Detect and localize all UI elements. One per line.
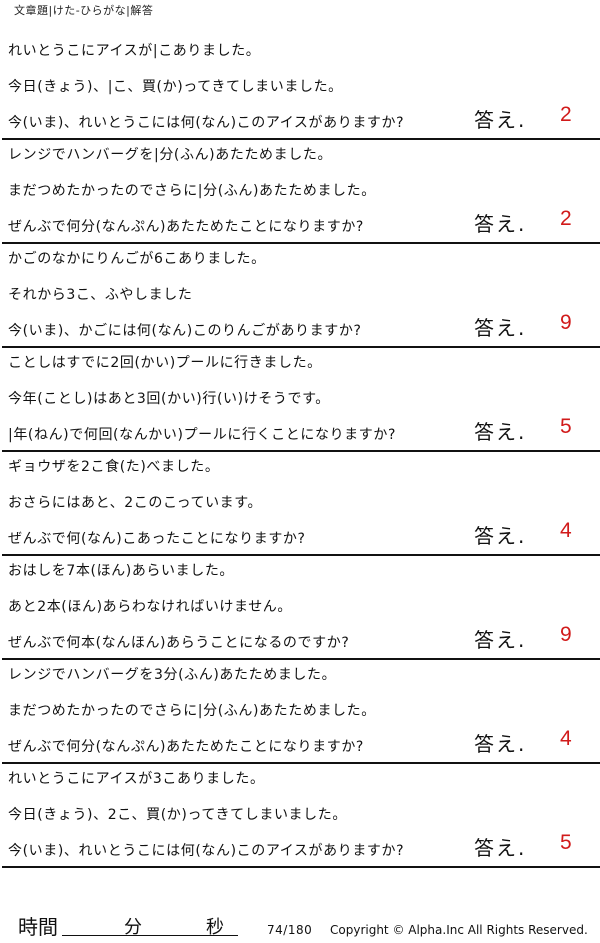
divider xyxy=(2,658,600,660)
question-line: ぜんぶで何本(なんほん)あらうことになるのですか? xyxy=(8,635,350,651)
problem-8: れいとうこにアイスが3こありました。 今日(きょう)、2こ、買(か)ってきてしま… xyxy=(0,764,600,868)
footer: 時間 分 秒 74/180 Copyright © Alpha.Inc All … xyxy=(0,905,600,943)
problem-line: ギョウザを2こ食(た)べました。 xyxy=(8,459,220,475)
problem-3: かごのなかにりんごが6こありました。 それから3こ、ふやしました 今(いま)、か… xyxy=(0,244,600,348)
answer-label: 答え. xyxy=(474,316,527,340)
problem-line: ことしはすでに2回(かい)プールに行きました。 xyxy=(8,355,322,371)
divider xyxy=(2,450,600,452)
time-label: 時間 xyxy=(18,915,58,939)
problem-list: れいとうこにアイスが|こありました。 今日(きょう)、|こ、買(か)ってきてしま… xyxy=(0,36,600,868)
answer-label: 答え. xyxy=(474,108,527,132)
question-line: |年(ねん)で何回(なんかい)プールに行くことになりますか? xyxy=(8,427,396,443)
problem-6: おはしを7本(ほん)あらいました。 あと2本(ほん)あらわなければいけません。 … xyxy=(0,556,600,660)
divider xyxy=(2,762,600,764)
answer-value: 2 xyxy=(560,207,572,230)
copyright-text: Copyright © Alpha.Inc All Rights Reserve… xyxy=(330,923,588,937)
problem-line: おはしを7本(ほん)あらいました。 xyxy=(8,563,235,579)
problem-line: れいとうこにアイスが|こありました。 xyxy=(8,43,261,59)
time-entry-line xyxy=(62,935,238,936)
answer-value: 4 xyxy=(560,727,572,750)
problem-5: ギョウザを2こ食(た)べました。 おさらにはあと、2このこっています。 ぜんぶで… xyxy=(0,452,600,556)
answer-label: 答え. xyxy=(474,628,527,652)
answer-value: 9 xyxy=(560,311,572,334)
question-line: 今(いま)、れいとうこには何(なん)このアイスがありますか? xyxy=(8,115,405,131)
problem-line: それから3こ、ふやしました xyxy=(8,287,193,303)
problem-7: レンジでハンバーグを3分(ふん)あたためました。 まだつめたかったのでさらに|分… xyxy=(0,660,600,764)
problem-line: おさらにはあと、2このこっています。 xyxy=(8,495,263,511)
divider xyxy=(2,554,600,556)
problem-line: 今日(きょう)、|こ、買(か)ってきてしまいました。 xyxy=(8,79,343,95)
problem-line: レンジでハンバーグを3分(ふん)あたためました。 xyxy=(8,667,337,683)
answer-value: 4 xyxy=(560,519,572,542)
problem-1: れいとうこにアイスが|こありました。 今日(きょう)、|こ、買(か)ってきてしま… xyxy=(0,36,600,140)
answer-label: 答え. xyxy=(474,524,527,548)
problem-line: あと2本(ほん)あらわなければいけません。 xyxy=(8,599,293,615)
answer-label: 答え. xyxy=(474,836,527,860)
question-line: ぜんぶで何分(なんぷん)あたためたことになりますか? xyxy=(8,739,364,755)
divider xyxy=(2,346,600,348)
answer-value: 5 xyxy=(560,831,572,854)
divider xyxy=(2,242,600,244)
divider xyxy=(2,866,600,868)
answer-value: 2 xyxy=(560,103,572,126)
question-line: 今(いま)、かごには何(なん)このりんごがありますか? xyxy=(8,323,362,339)
problem-line: かごのなかにりんごが6こありました。 xyxy=(8,251,266,267)
problem-line: 今年(ことし)はあと3回(かい)行(い)けそうです。 xyxy=(8,391,330,407)
divider xyxy=(2,138,600,140)
problem-line: まだつめたかったのでさらに|分(ふん)あたためました。 xyxy=(8,183,376,199)
page-number: 74/180 xyxy=(267,923,313,937)
answer-value: 5 xyxy=(560,415,572,438)
answer-label: 答え. xyxy=(474,732,527,756)
answer-value: 9 xyxy=(560,623,572,646)
question-line: ぜんぶで何(なん)こあったことになりますか? xyxy=(8,531,306,547)
minutes-label: 分 xyxy=(124,917,142,938)
question-line: 今(いま)、れいとうこには何(なん)このアイスがありますか? xyxy=(8,843,405,859)
seconds-label: 秒 xyxy=(206,917,224,938)
problem-line: まだつめたかったのでさらに|分(ふん)あたためました。 xyxy=(8,703,376,719)
answer-label: 答え. xyxy=(474,212,527,236)
question-line: ぜんぶで何分(なんぷん)あたためたことになりますか? xyxy=(8,219,364,235)
answer-label: 答え. xyxy=(474,420,527,444)
problem-line: 今日(きょう)、2こ、買(か)ってきてしまいました。 xyxy=(8,807,347,823)
worksheet-title: 文章題|けた-ひらがな|解答 xyxy=(14,4,154,17)
problem-line: レンジでハンバーグを|分(ふん)あたためました。 xyxy=(8,147,333,163)
problem-2: レンジでハンバーグを|分(ふん)あたためました。 まだつめたかったのでさらに|分… xyxy=(0,140,600,244)
problem-line: れいとうこにアイスが3こありました。 xyxy=(8,771,265,787)
problem-4: ことしはすでに2回(かい)プールに行きました。 今年(ことし)はあと3回(かい)… xyxy=(0,348,600,452)
